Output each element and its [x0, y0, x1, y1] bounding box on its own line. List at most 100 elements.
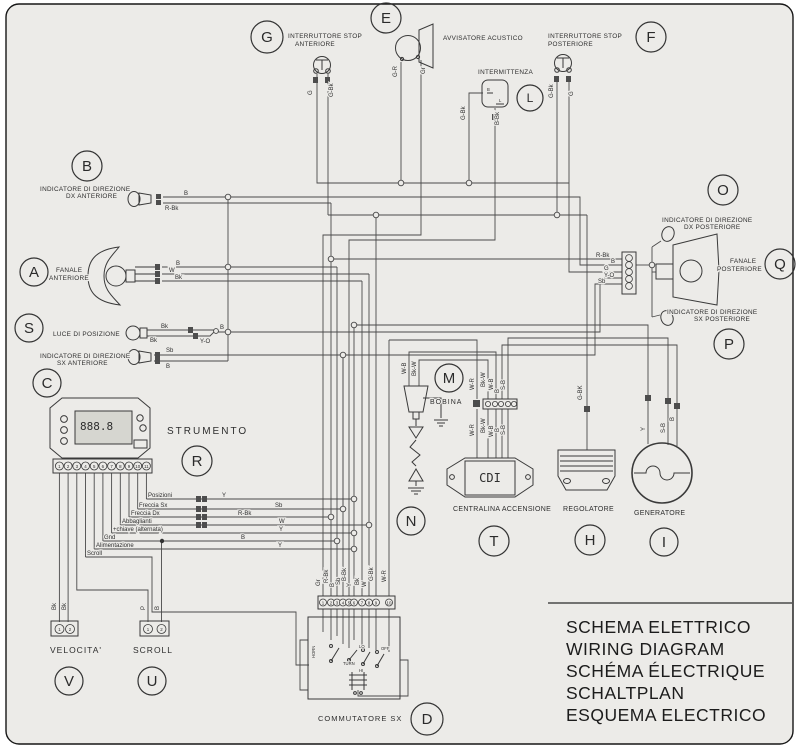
wire-color-labels-vertical: G G-Bk G-R Gr G-Bk B-Bk G-Bk G Bk Bk P B… [51, 64, 677, 611]
wire-label: G-Bk [369, 566, 375, 581]
wire-label: Bk [62, 602, 68, 610]
rear-right-indicator-label2: DX POSTERIORE [684, 224, 740, 231]
signal-row-label: Posizioni [148, 493, 172, 499]
wire-label: B [611, 259, 615, 265]
wire-label: Bk [161, 324, 169, 330]
wire-label: W-R [470, 423, 476, 436]
wire-label: G [569, 91, 575, 96]
flasher-terminal-b: B [487, 87, 490, 92]
wire-label: Y-O [200, 339, 210, 345]
signal-row-label: Freccia Sx [139, 503, 167, 509]
off-position-label: OFF [381, 646, 390, 651]
wire-label: S-B [501, 425, 507, 435]
headlight-label2: ANTERIORE [49, 275, 89, 282]
wire-label: Bk [175, 275, 183, 281]
ref-letter-C: C [42, 375, 53, 392]
title-line-it: SCHEMA ELETTRICO [566, 617, 751, 637]
wire-label: B-Bk [342, 567, 348, 581]
inline-connectors [155, 76, 680, 528]
signal-wire-label: Y [279, 527, 283, 533]
wire-color-labels-horizontal: B R-Bk B W Bk Bk Bk Y-O B Sb B R-Bk B G … [149, 190, 616, 371]
signal-row-label: Alimentazione [96, 543, 134, 549]
ref-letter-P: P [724, 336, 734, 353]
component-labels: INTERRUTTORE STOP ANTERIORE AVVISATORE A… [39, 32, 763, 724]
ignition-coil-label: BOBINA [430, 399, 462, 406]
wire-label: B [184, 191, 188, 197]
rear-stop-switch-label: INTERRUTTORE STOP [548, 33, 622, 40]
pin-number: 1 [58, 464, 61, 469]
horn-symbol [395, 23, 434, 69]
rear-left-indicator-bulb [660, 310, 674, 326]
ref-letter-G: G [261, 29, 273, 46]
wire-label: Gr [421, 67, 427, 74]
wire-label: Bk [52, 602, 58, 610]
wire-label: G [308, 90, 314, 95]
wire-label: Bk [355, 577, 361, 585]
ref-letter-H: H [585, 532, 596, 549]
wire-label: Gr [316, 579, 322, 586]
wire-label: B [176, 261, 180, 267]
pin-number: 1 [58, 627, 61, 632]
ref-letter-V: V [64, 673, 74, 690]
wire-label: W-B [489, 425, 495, 437]
position-light-bulb [125, 325, 148, 341]
front-stop-switch-symbol [313, 56, 331, 74]
ref-letter-T: T [489, 533, 498, 550]
wire-label: G-Bk [329, 82, 335, 97]
turn-position-label: TURN [343, 661, 355, 666]
pin-number: 7 [361, 601, 364, 606]
headlight-symbol [87, 246, 155, 306]
tail-light-label: FANALE [730, 258, 756, 265]
wire-label: G-BK [578, 385, 584, 400]
pin-number: 3 [336, 601, 339, 606]
pin-number: 5 [93, 464, 96, 469]
front-stop-switch-label2: ANTERIORE [295, 41, 335, 48]
ref-letter-N: N [406, 513, 417, 530]
ref-letter-B: B [82, 158, 92, 175]
gnd-junction-dot [159, 538, 165, 544]
pin-number: 9 [128, 464, 131, 469]
instrument-symbol [49, 397, 153, 474]
rear-left-indicator-label2: SX POSTERIORE [694, 316, 750, 323]
horn-label: AVVISATORE ACUSTICO [443, 35, 523, 42]
instrument-label: STRUMENTO [167, 426, 248, 437]
rear-right-indicator-label: INDICATORE DI DIREZIONE [662, 217, 752, 224]
front-left-indicator-bulb [127, 349, 152, 365]
ref-letter-E: E [381, 10, 391, 27]
ref-letter-F: F [646, 29, 655, 46]
rear-stop-switch-label2: POSTERIORE [548, 41, 593, 48]
pin-number: 2 [67, 464, 70, 469]
pin-number: 8 [368, 601, 371, 606]
ref-letter-Q: Q [774, 256, 786, 273]
wire-label: R-Bk [165, 206, 179, 212]
pin-number: 10 [387, 601, 392, 606]
pin-number: 3 [76, 464, 79, 469]
front-left-indicator-label: INDICATORE DI DIREZIONE [40, 353, 130, 360]
cdi-symbol [446, 398, 534, 498]
wire-label: B-Bk [495, 111, 501, 125]
speed-sensor-label: VELOCITA' [50, 645, 102, 655]
front-stop-switch-label: INTERRUTTORE STOP [288, 33, 362, 40]
regulator-label: REGOLATORE [563, 506, 614, 513]
left-commutator-label: COMMUTATORE SX [318, 714, 402, 723]
pin-numbers: 1 2 3 4 5 6 7 8 9 10 11 1 2 3 4 5 6 7 8 … [58, 464, 392, 632]
signal-wire-label: B [241, 535, 245, 541]
title-line-de: SCHALTPLAN [566, 683, 684, 703]
wire-label: Sb [598, 279, 606, 285]
wire-label: B [495, 428, 501, 432]
ref-letter-U: U [147, 673, 158, 690]
wire-label: B [155, 606, 161, 610]
front-right-indicator-bulb [127, 191, 152, 207]
pin-number: 5 [348, 601, 351, 606]
connector-pins [54, 254, 633, 634]
wire-label: W-B [402, 362, 408, 374]
ref-letter-L: L [527, 91, 534, 105]
reference-letters: G E L F B A S C R O Q P M N T H I V U D [24, 10, 786, 728]
tail-light-symbol [621, 233, 720, 306]
signal-wire-label: Y [278, 543, 282, 549]
signal-wire-label: Sb [275, 503, 283, 509]
wire-label: W-R [382, 569, 388, 582]
ref-letter-I: I [662, 534, 666, 551]
